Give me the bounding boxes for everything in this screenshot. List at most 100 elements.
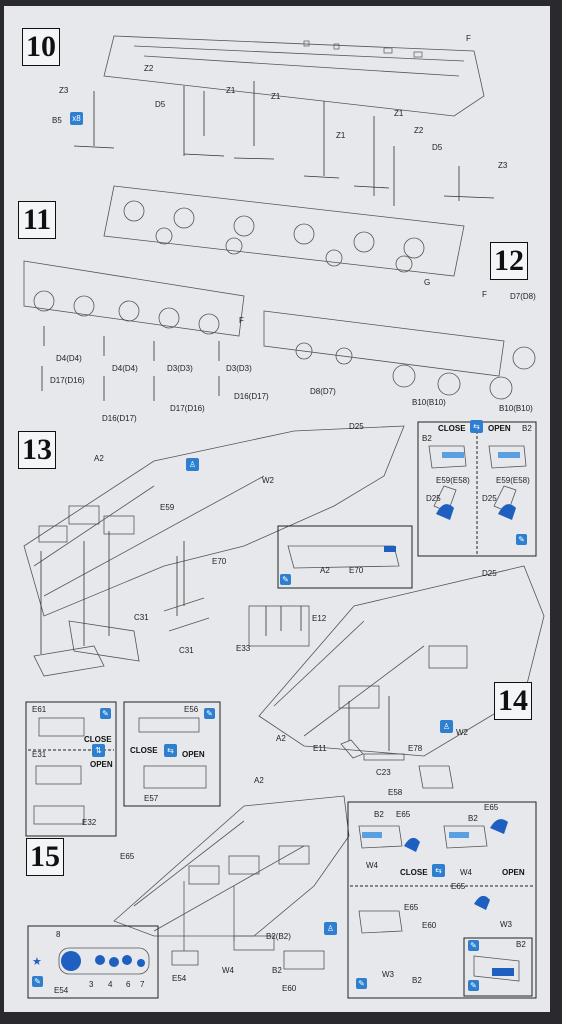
step-number-11: 11 (18, 201, 56, 239)
part-label: E59(E58) (496, 476, 530, 485)
part-label: F (466, 34, 471, 43)
part-label: E65 (484, 803, 499, 812)
decal-number: 8 (56, 930, 61, 939)
part-label: C23 (376, 768, 391, 777)
part-label: F (482, 290, 487, 299)
part-label: D5 (155, 100, 166, 109)
glue-icon: ✎ (100, 708, 111, 719)
part-label: E60 (282, 984, 297, 993)
part-label: G (424, 278, 431, 287)
part-label: D17(D16) (50, 376, 85, 385)
close-label: CLOSE (130, 746, 158, 755)
part-label: A2 (320, 566, 330, 575)
part-label: E65 (451, 882, 466, 891)
close-label: CLOSE (400, 868, 428, 877)
glue-icon: ✎ (468, 980, 479, 991)
part-label: E60 (422, 921, 437, 930)
decal-number: 7 (140, 980, 145, 989)
part-label: W4 (222, 966, 234, 975)
part-label: B5 (52, 116, 62, 125)
part-label: D25 (349, 422, 364, 431)
part-label: B2 (422, 434, 432, 443)
glue-icon: ✎ (32, 976, 43, 987)
part-label: A2 (94, 454, 104, 463)
step13-upper-hull (23, 425, 405, 677)
part-label: E59 (160, 503, 175, 512)
part-label: D5 (432, 143, 443, 152)
step-number-12: 12 (490, 242, 528, 280)
part-label: E70 (212, 557, 227, 566)
line-art (23, 35, 545, 999)
part-label: Z2 (414, 126, 424, 135)
step-number-15: 15 (26, 838, 64, 876)
step14-upper-hull (248, 565, 545, 789)
part-label: D3(D3) (226, 364, 252, 373)
part-label: E57 (144, 794, 159, 803)
instruction-sheet: 10 11 12 13 14 15 F Z3 Z2 D5 Z1 Z1 Z1 Z1… (4, 6, 550, 1012)
direction-icon: ⇆ (432, 864, 445, 877)
part-label: E70 (349, 566, 364, 575)
person-icon: ♙ (186, 458, 199, 471)
part-label: E54 (54, 986, 69, 995)
part-label: Z3 (59, 86, 69, 95)
part-label: B2 (374, 810, 384, 819)
glue-icon: ✎ (280, 574, 291, 585)
glue-icon: ✎ (204, 708, 215, 719)
part-label: Z3 (498, 161, 508, 170)
part-label: B10(B10) (499, 404, 533, 413)
decal-number: 3 (89, 980, 94, 989)
part-label: F (239, 316, 244, 325)
glue-icon: ✎ (356, 978, 367, 989)
part-label: D7(D8) (510, 292, 536, 301)
part-label: E65 (120, 852, 135, 861)
person-icon: ♙ (440, 720, 453, 733)
part-label: W2 (456, 728, 468, 737)
open-label: OPEN (488, 424, 511, 433)
step-number-13: 13 (18, 431, 56, 469)
decal-number: 4 (108, 980, 113, 989)
step-number-14: 14 (494, 682, 532, 720)
part-label: D16(D17) (234, 392, 269, 401)
part-label: E59(E58) (436, 476, 470, 485)
direction-icon: ⇆ (470, 420, 483, 433)
part-label: E32 (82, 818, 97, 827)
step15-upper-hull (113, 795, 350, 970)
part-label: B2 (468, 814, 478, 823)
part-label: Z1 (271, 92, 281, 101)
part-label: C31 (134, 613, 149, 622)
part-label: B10(B10) (412, 398, 446, 407)
open-label: OPEN (90, 760, 113, 769)
part-label: D25 (482, 494, 497, 503)
open-label: OPEN (182, 750, 205, 759)
part-label: A2 (254, 776, 264, 785)
part-label: D17(D16) (170, 404, 205, 413)
step10-hull-part (73, 35, 495, 277)
part-label: E65 (404, 903, 419, 912)
part-label: E12 (312, 614, 327, 623)
person-icon: ♙ (324, 922, 337, 935)
part-label: D3(D3) (167, 364, 193, 373)
part-label: B2 (516, 940, 526, 949)
part-label: B2 (272, 966, 282, 975)
step-number-10: 10 (22, 28, 60, 66)
part-label: D4(D4) (56, 354, 82, 363)
part-label: D8(D7) (310, 387, 336, 396)
close-label: CLOSE (84, 735, 112, 744)
part-label: Z1 (336, 131, 346, 140)
part-label: W4 (366, 861, 378, 870)
part-label: D25 (426, 494, 441, 503)
part-label: E33 (236, 644, 251, 653)
part-label: Z2 (144, 64, 154, 73)
star-icon: ★ (32, 956, 42, 968)
part-label: W3 (500, 920, 512, 929)
close-label: CLOSE (438, 424, 466, 433)
quantity-badge: x8 (70, 112, 83, 125)
glue-icon: ✎ (516, 534, 527, 545)
part-label: E11 (313, 744, 327, 753)
open-label: OPEN (502, 868, 525, 877)
part-label: W3 (382, 970, 394, 979)
part-label: B2(B2) (266, 932, 291, 941)
part-label: B2 (522, 424, 532, 433)
part-label: A2 (276, 734, 286, 743)
direction-icon: ⇆ (164, 744, 177, 757)
